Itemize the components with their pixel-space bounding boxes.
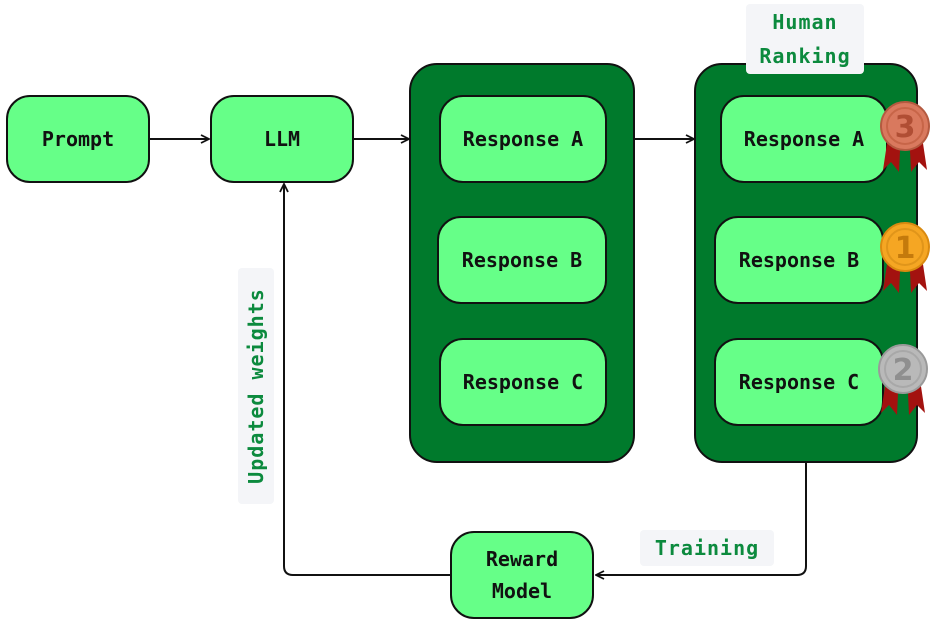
training-label: Training	[640, 530, 774, 566]
response-c-label: Response C	[462, 370, 584, 394]
arrow-reward-model-to-llm	[284, 184, 450, 576]
medal-bronze-icon: 3	[880, 101, 930, 172]
llm-node: LLM	[210, 95, 354, 183]
ranked-response-c-label: Response C	[738, 370, 860, 394]
ranked-response-a-node: Response A	[720, 95, 888, 183]
response-c-node: Response C	[439, 338, 607, 426]
ranked-response-b-node: Response B	[714, 216, 884, 304]
reward-model-node: Reward Model	[450, 531, 594, 619]
prompt-node: Prompt	[6, 95, 150, 183]
ranked-response-a-label: Response A	[743, 127, 865, 151]
ranked-response-c-node: Response C	[714, 338, 884, 426]
medal-silver-icon: 2	[878, 344, 928, 415]
medal-gold-icon: 1	[880, 222, 930, 293]
medal-gold-number: 1	[895, 231, 916, 266]
arrow-ranking-to-reward-model	[596, 463, 807, 575]
response-a-label: Response A	[462, 127, 584, 151]
prompt-label: Prompt	[41, 127, 115, 151]
medal-silver-number: 2	[893, 353, 914, 388]
medal-bronze-number: 3	[895, 110, 916, 145]
human-ranking-line2: Ranking	[759, 44, 851, 68]
updated-weights-label: Updated weights	[238, 268, 274, 504]
response-b-node: Response B	[437, 216, 607, 304]
reward-model-label-line2: Model	[491, 579, 553, 603]
response-a-node: Response A	[439, 95, 607, 183]
llm-label: LLM	[263, 127, 301, 151]
human-ranking-label: Human Ranking	[746, 4, 864, 74]
response-b-label: Response B	[461, 248, 583, 272]
human-ranking-line1: Human	[772, 10, 838, 34]
reward-model-label-line1: Reward	[485, 547, 559, 571]
ranked-response-b-label: Response B	[738, 248, 860, 272]
